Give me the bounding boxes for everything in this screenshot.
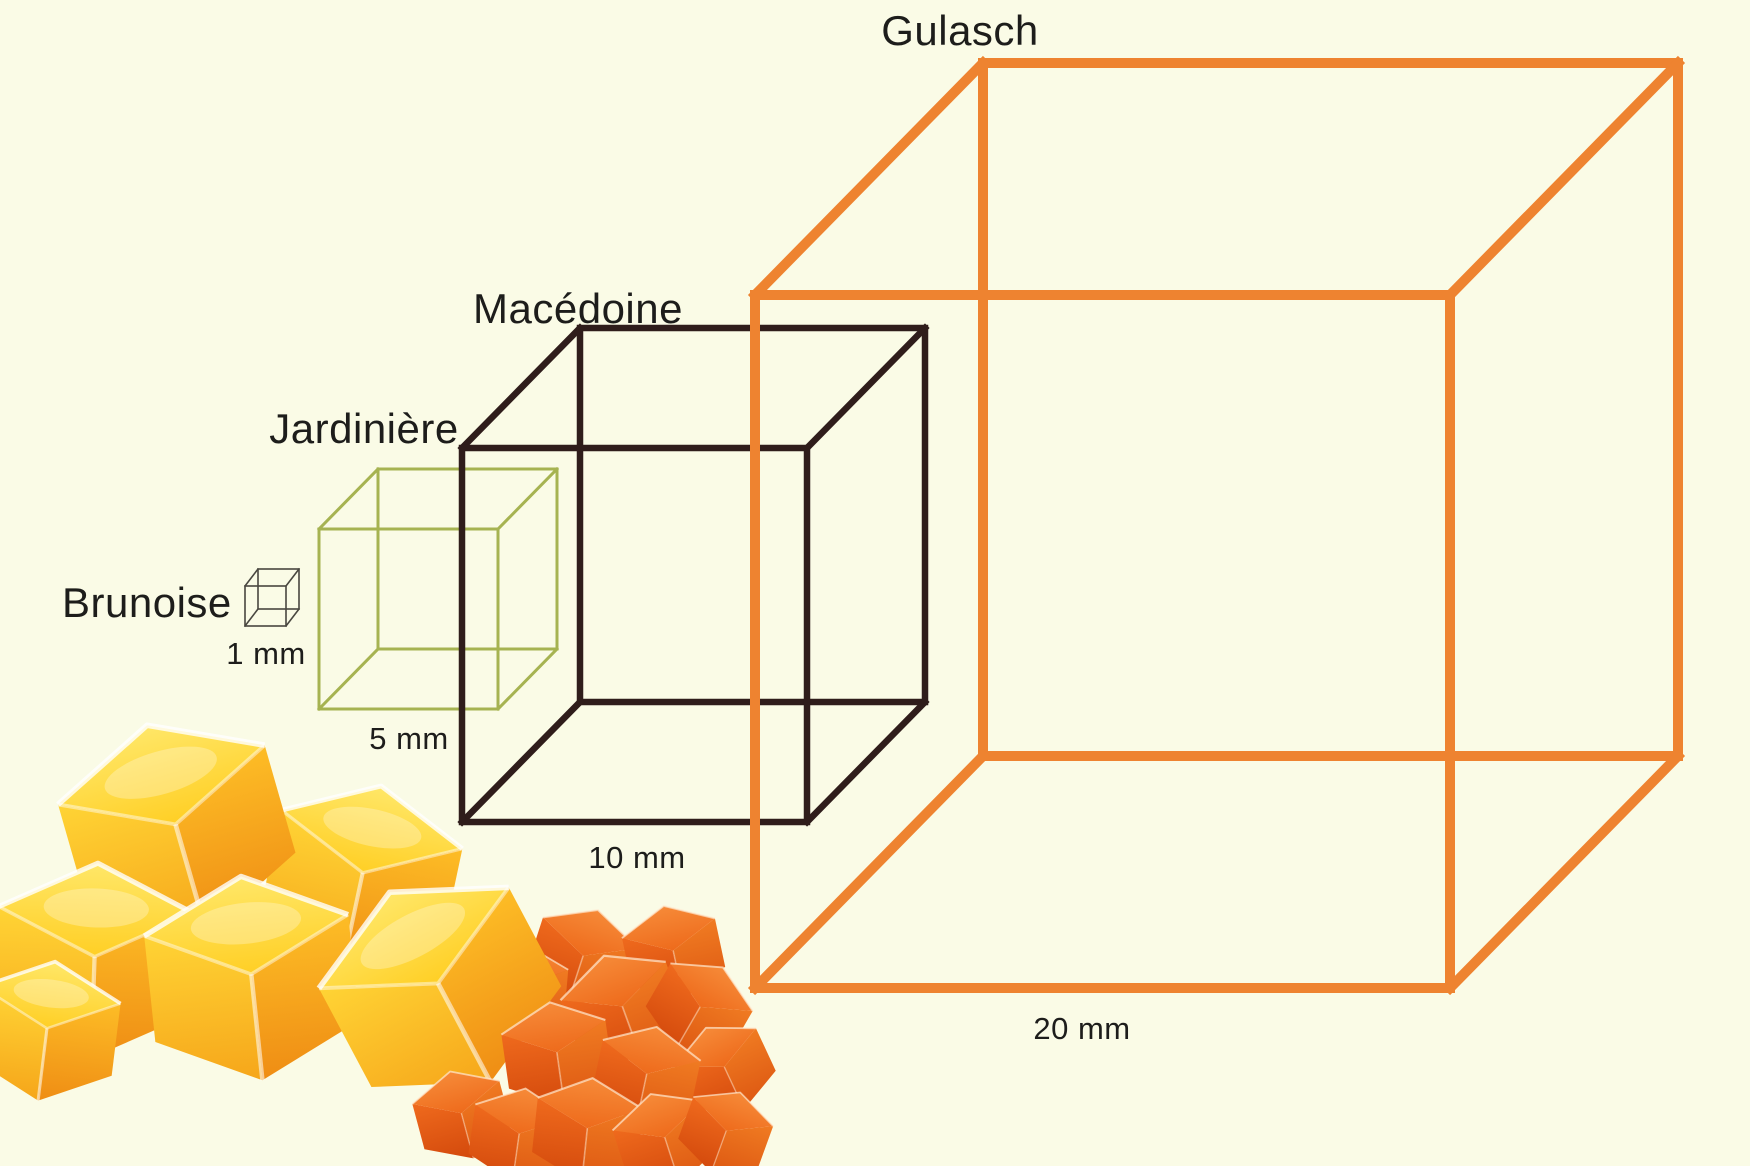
yellow-dice-cluster: [0, 696, 585, 1133]
size-label-jardiniere: 5 mm: [369, 721, 449, 756]
size-label-macedoine: 10 mm: [588, 840, 686, 875]
label-macedoine: Macédoine: [473, 285, 683, 332]
label-jardiniere: Jardinière: [269, 405, 459, 452]
macedoine-cube-wireframe: [457, 323, 930, 827]
label-brunoise: Brunoise: [62, 579, 232, 626]
jardiniere-cube-wireframe: [316, 466, 560, 712]
brunoise-cube-wireframe: [243, 567, 301, 628]
label-gulasch: Gulasch: [881, 7, 1039, 54]
gulasch-cube-wireframe: [747, 55, 1686, 996]
size-label-brunoise: 1 mm: [226, 636, 306, 671]
size-label-gulasch: 20 mm: [1033, 1011, 1131, 1046]
